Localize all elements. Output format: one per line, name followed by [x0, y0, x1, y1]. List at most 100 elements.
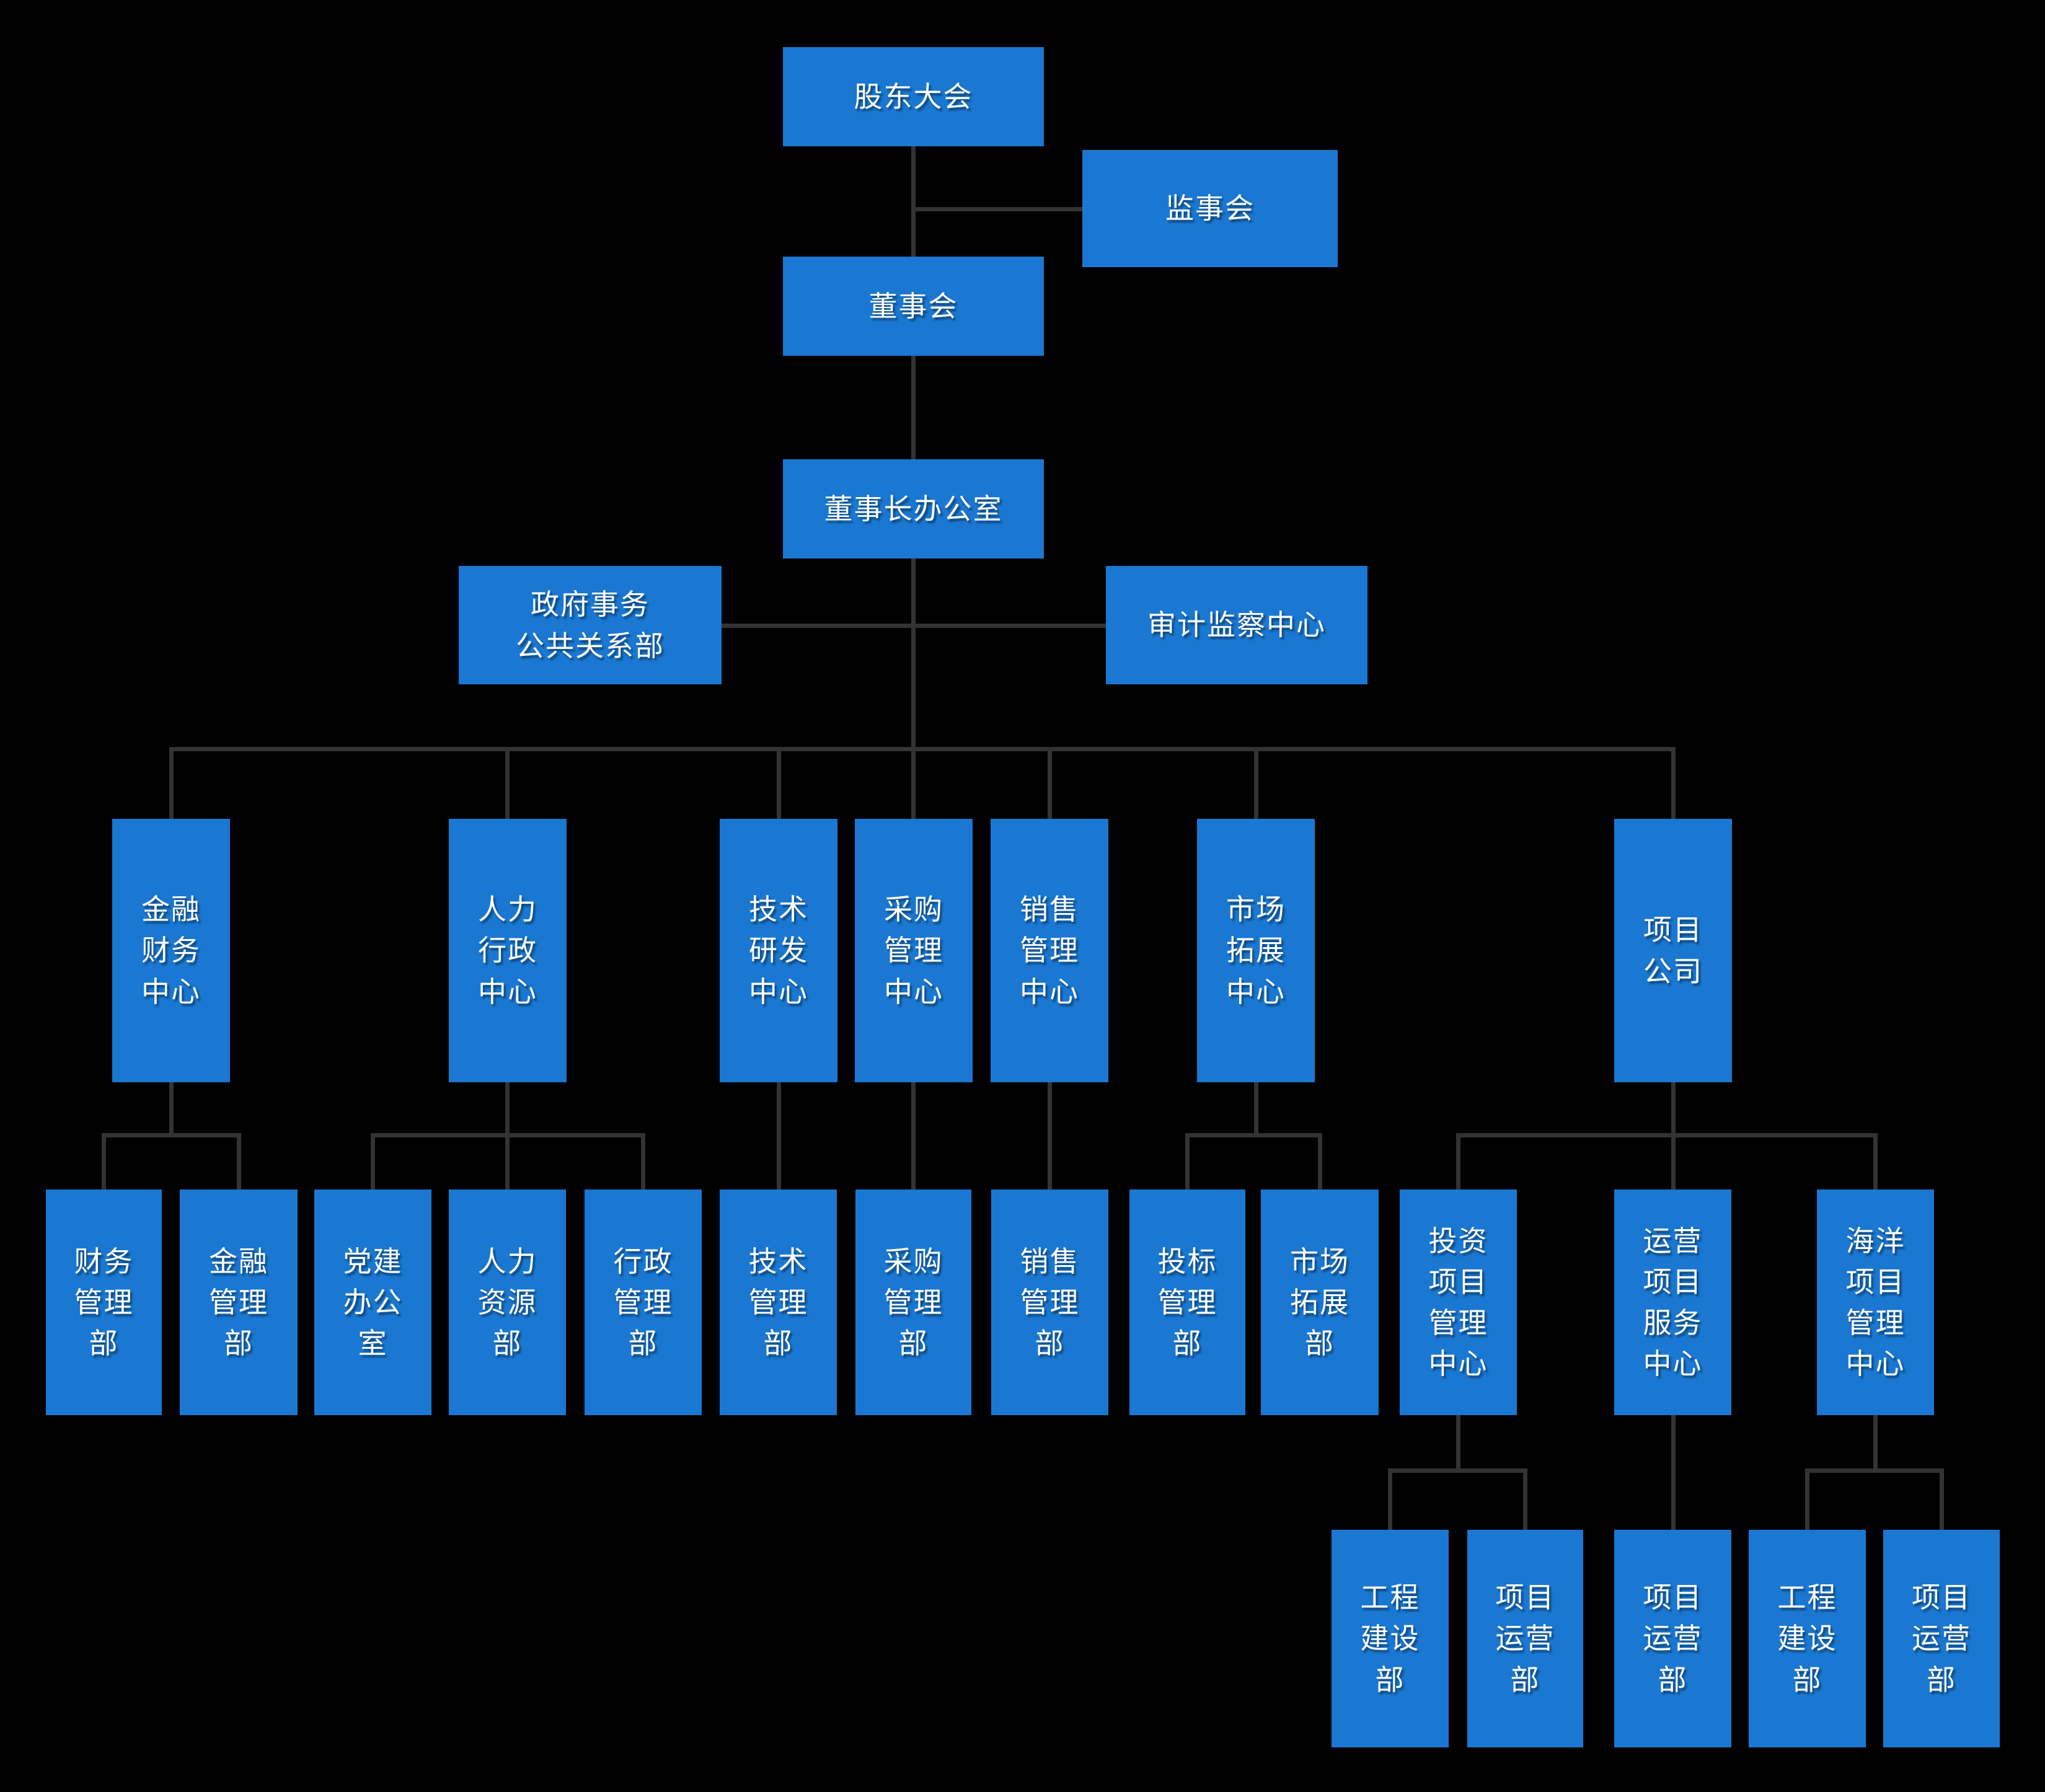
org-node-board-of-directors: 董事会	[783, 257, 1044, 356]
connector-line-vertical	[911, 356, 916, 459]
org-node-label-line: 部	[492, 1327, 523, 1360]
org-node-label-line: 办公	[343, 1286, 403, 1318]
org-node-shareholders-meeting: 股东大会	[783, 47, 1044, 146]
org-node-sales-dept: 销售管理部	[991, 1190, 1108, 1415]
connector-line-vertical	[776, 1082, 781, 1190]
org-node-label-line: 董事会	[868, 289, 958, 322]
org-node-construction-dept-2: 工程建设部	[1749, 1530, 1866, 1747]
connector-line-horizontal	[719, 623, 1108, 628]
connector-line-horizontal	[1804, 1468, 1944, 1473]
connector-line-vertical	[1455, 1135, 1460, 1190]
org-node-label-line: 运营	[1643, 1622, 1703, 1655]
org-node-label-line: 财务	[141, 934, 201, 967]
org-node-label-line: 部	[1035, 1327, 1065, 1360]
org-node-label-line: 部	[1792, 1663, 1822, 1696]
connector-line-horizontal	[1185, 1132, 1322, 1137]
org-node-label-line: 项目	[1495, 1581, 1555, 1614]
org-node-label-line: 运营	[1912, 1622, 1971, 1655]
org-node-label-line: 部	[1375, 1663, 1405, 1696]
org-node-chairman-office: 董事长办公室	[783, 459, 1044, 558]
org-node-financial-mgmt-dept: 金融管理部	[180, 1190, 298, 1415]
org-node-label-line: 中心	[1643, 1348, 1703, 1380]
org-node-label-line: 投标	[1157, 1245, 1217, 1278]
org-node-label-line: 中心	[1226, 975, 1286, 1008]
org-node-label-line: 室	[358, 1327, 388, 1360]
connector-line-vertical	[1455, 1415, 1460, 1470]
connector-line-vertical	[505, 749, 510, 819]
org-node-label-line: 股东大会	[854, 80, 973, 113]
org-node-label-line: 中心	[1020, 975, 1079, 1008]
connector-line-horizontal	[1387, 1468, 1527, 1473]
org-node-project-company: 项目公司	[1614, 819, 1732, 1082]
org-node-label-line: 政府事务	[531, 588, 650, 621]
org-node-label-line: 公司	[1643, 955, 1703, 987]
org-node-procurement-center: 采购管理中心	[855, 819, 973, 1082]
org-node-label-line: 拓展	[1290, 1286, 1349, 1318]
org-node-audit-supervision-center: 审计监察中心	[1106, 566, 1367, 684]
org-node-marine-project-center: 海洋项目管理中心	[1817, 1190, 1934, 1415]
org-node-label-line: 运营	[1643, 1224, 1703, 1257]
org-node-label-line: 管理	[1428, 1307, 1488, 1339]
org-node-label-line: 技术	[749, 893, 808, 926]
org-node-construction-dept-1: 工程建设部	[1332, 1530, 1449, 1747]
connector-line-vertical	[1671, 1415, 1676, 1530]
connector-line-vertical	[236, 1135, 241, 1190]
connector-line-vertical	[101, 1135, 106, 1190]
org-node-label-line: 海洋	[1845, 1224, 1906, 1257]
connector-line-horizontal	[911, 206, 1085, 211]
org-node-label-line: 项目	[1912, 1581, 1971, 1614]
connector-line-vertical	[370, 1135, 375, 1190]
org-node-project-operation-dept-2: 项目运营部	[1614, 1530, 1731, 1747]
connector-line-horizontal	[169, 746, 1676, 751]
connector-line-horizontal	[370, 1132, 645, 1137]
org-node-label-line: 部	[1305, 1327, 1335, 1360]
org-node-label-line: 采购	[883, 1245, 943, 1278]
connector-line-vertical	[911, 1082, 916, 1190]
org-node-tech-mgmt-dept: 技术管理部	[720, 1190, 837, 1415]
connector-line-vertical	[1873, 1415, 1878, 1470]
org-node-label-line: 市场	[1290, 1245, 1349, 1278]
org-node-label-line: 中心	[1428, 1348, 1488, 1380]
org-node-label-line: 市场	[1226, 893, 1286, 926]
org-node-label-line: 中心	[749, 975, 808, 1008]
org-node-label-line: 管理	[1845, 1307, 1906, 1339]
org-node-admin-dept: 行政管理部	[585, 1190, 702, 1415]
org-node-label-line: 部	[1927, 1663, 1956, 1696]
connector-line-vertical	[1253, 749, 1258, 819]
connector-line-vertical	[1387, 1470, 1392, 1530]
org-node-label-line: 项目	[1643, 1581, 1703, 1614]
org-node-procurement-dept: 采购管理部	[855, 1190, 971, 1415]
org-node-finance-dept: 财务管理部	[46, 1190, 162, 1415]
org-node-label-line: 投资	[1428, 1224, 1488, 1257]
connector-line-vertical	[1522, 1470, 1527, 1530]
connector-line-vertical	[1873, 1135, 1878, 1190]
org-node-label-line: 服务	[1643, 1307, 1703, 1339]
org-node-label-line: 销售	[1020, 893, 1079, 926]
org-node-label-line: 党建	[343, 1245, 403, 1278]
org-node-label-line: 部	[763, 1327, 793, 1360]
org-node-label-line: 部	[1172, 1327, 1203, 1360]
org-node-label-line: 审计监察中心	[1147, 609, 1326, 642]
org-node-tech-rd-center: 技术研发中心	[720, 819, 837, 1082]
org-node-project-operation-dept-1: 项目运营部	[1467, 1530, 1583, 1747]
org-node-label-line: 部	[1510, 1663, 1540, 1696]
org-node-label-line: 工程	[1360, 1581, 1420, 1614]
org-node-label-line: 项目	[1643, 1265, 1703, 1298]
org-node-label-line: 中心	[1845, 1348, 1906, 1380]
connector-line-vertical	[911, 146, 916, 257]
org-node-label-line: 管理	[748, 1286, 808, 1318]
org-node-hr-admin-center: 人力行政中心	[449, 819, 567, 1082]
org-node-label-line: 采购	[884, 893, 943, 926]
org-node-label-line: 资源	[477, 1286, 537, 1318]
connector-line-vertical	[1185, 1135, 1190, 1190]
org-node-label-line: 管理	[1020, 934, 1079, 967]
org-node-label-line: 技术	[748, 1245, 808, 1278]
org-node-label-line: 研发	[749, 934, 808, 967]
org-node-label-line: 管理	[884, 934, 943, 967]
org-node-label-line: 中心	[884, 975, 943, 1008]
org-node-label-line: 管理	[883, 1286, 943, 1318]
org-node-label-line: 运营	[1495, 1622, 1555, 1655]
org-node-label-line: 金融	[141, 893, 201, 926]
org-node-label-line: 公共关系部	[516, 629, 665, 662]
